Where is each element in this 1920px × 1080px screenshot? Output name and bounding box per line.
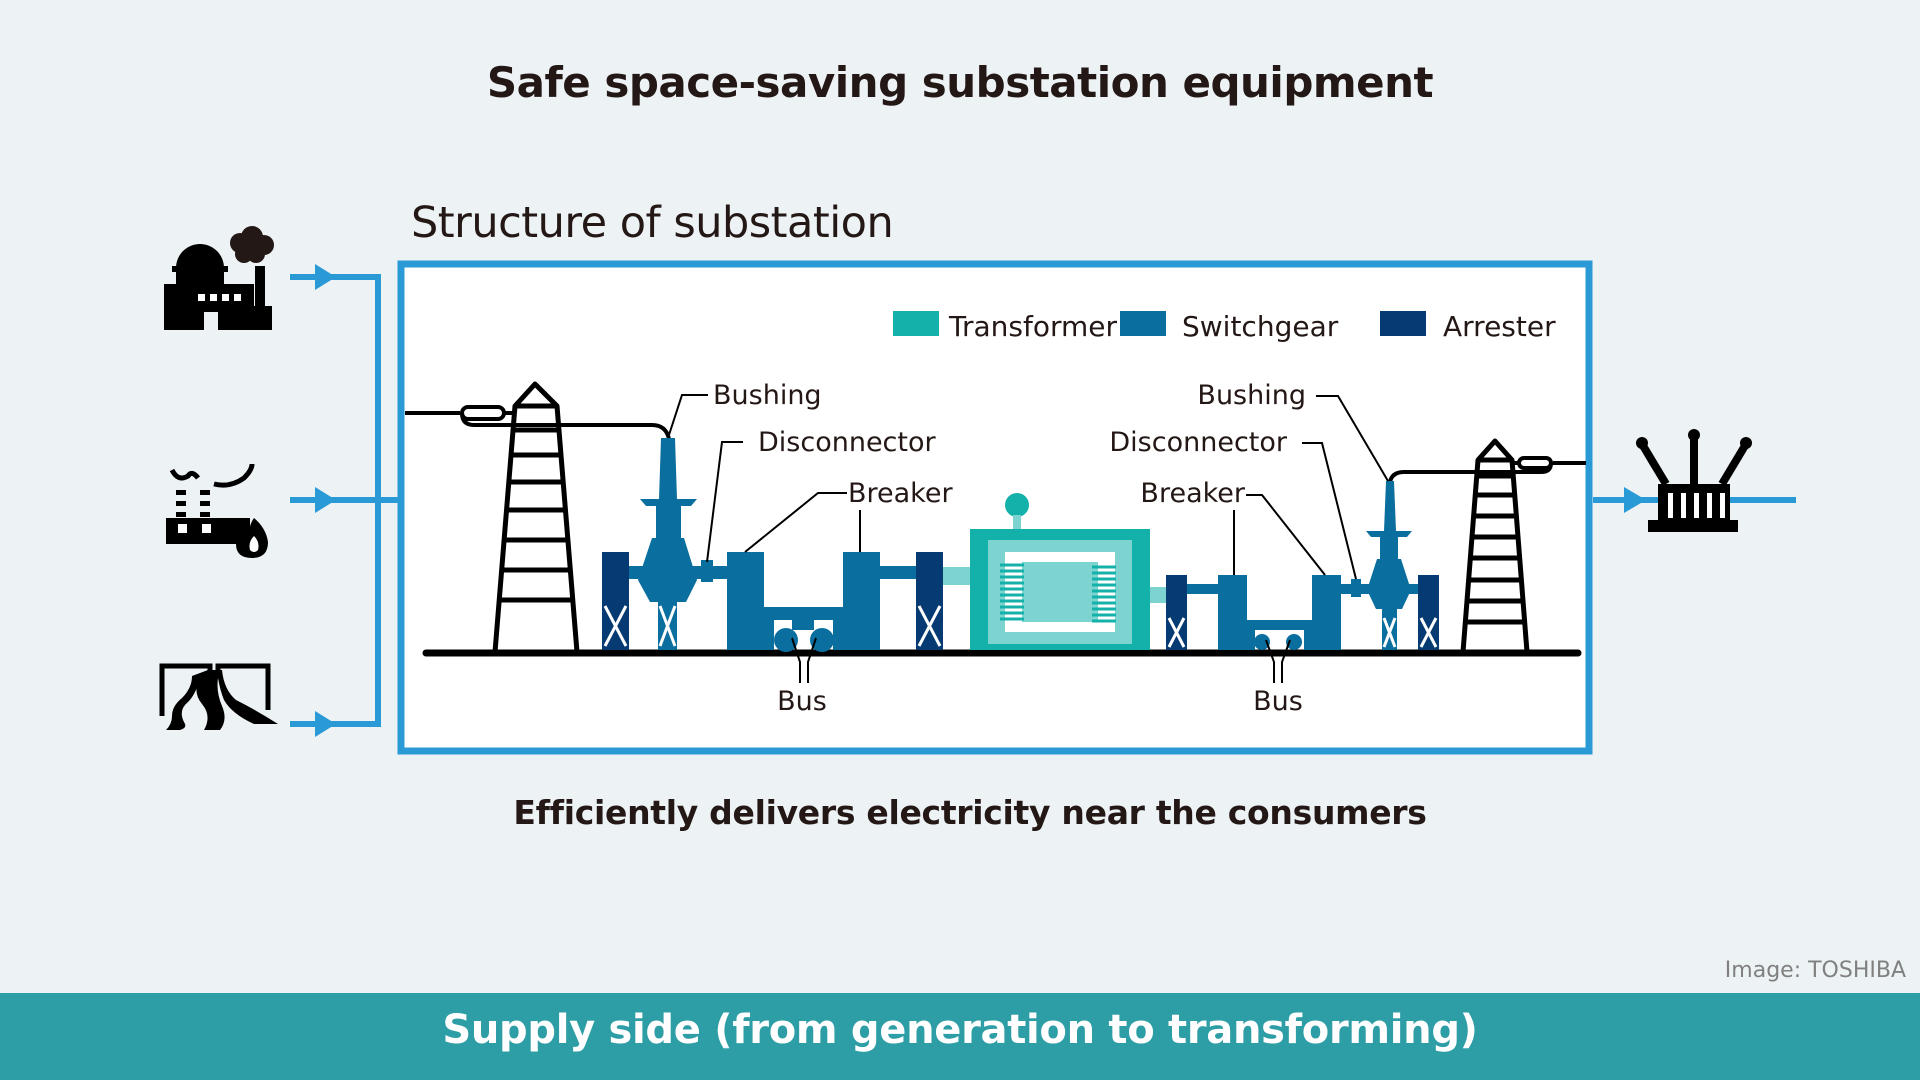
diagram-subtitle: Structure of substation [411, 198, 894, 248]
label-disconnector-right: Disconnector [1109, 427, 1288, 458]
legend: Transformer Switchgear Arrester [893, 310, 1556, 343]
arrow-2 [315, 487, 336, 513]
image-credit: Image: TOSHIBA [1724, 958, 1906, 983]
right-leaders [1233, 395, 1389, 683]
disconnector-left [701, 560, 713, 582]
label-bus-right: Bus [1253, 686, 1303, 717]
bus-left-2 [810, 628, 834, 652]
right-tower [1460, 438, 1530, 653]
left-support-crosses [603, 605, 942, 647]
input-arrows [315, 264, 336, 737]
breaker-right-2 [1312, 575, 1341, 650]
label-bushing-right: Bushing [1197, 380, 1306, 411]
right-line [1388, 456, 1586, 483]
diagram-caption: Efficiently delivers electricity near th… [513, 793, 1427, 832]
label-breaker-left: Breaker [848, 478, 953, 509]
footer-text: Supply side (from generation to transfor… [442, 1007, 1478, 1053]
bus-left-1 [774, 628, 798, 652]
transformer [943, 493, 1167, 650]
arrow-1 [315, 264, 336, 290]
legend-label-arrester: Arrester [1443, 310, 1556, 343]
left-line [405, 405, 671, 440]
input-connectors [290, 274, 398, 727]
transformer-pylon-icon [1636, 429, 1752, 532]
page-title: Safe space-saving substation equipment [486, 58, 1434, 107]
hydro-dam-icon [159, 663, 278, 730]
legend-label-switchgear: Switchgear [1182, 310, 1339, 343]
left-leaders [667, 394, 861, 683]
legend-swatch-transformer [893, 311, 939, 336]
label-bushing-left: Bushing [713, 380, 822, 411]
legend-swatch-switchgear [1120, 311, 1166, 336]
label-disconnector-left: Disconnector [758, 427, 937, 458]
right-support-crosses [1167, 617, 1438, 648]
footer-banner: Supply side (from generation to transfor… [0, 993, 1920, 1080]
label-breaker-right: Breaker [1140, 478, 1245, 509]
label-bus-left: Bus [777, 686, 827, 717]
breaker-left-2 [843, 552, 880, 650]
legend-swatch-arrester [1380, 311, 1426, 336]
breaker-right-1 [1218, 575, 1247, 650]
bus-right-1 [1254, 634, 1270, 650]
legend-label-transformer: Transformer [948, 310, 1118, 343]
breaker-left-1 [727, 552, 764, 650]
arrow-3 [315, 711, 336, 737]
left-tower [492, 381, 580, 653]
bushing-right [1384, 481, 1396, 531]
power-plant-icon [164, 226, 274, 330]
bushing-left [659, 438, 677, 499]
thermal-plant-icon [166, 463, 268, 558]
bus-right-2 [1286, 634, 1302, 650]
disconnector-right [1351, 579, 1361, 597]
output-arrow [1624, 487, 1646, 513]
